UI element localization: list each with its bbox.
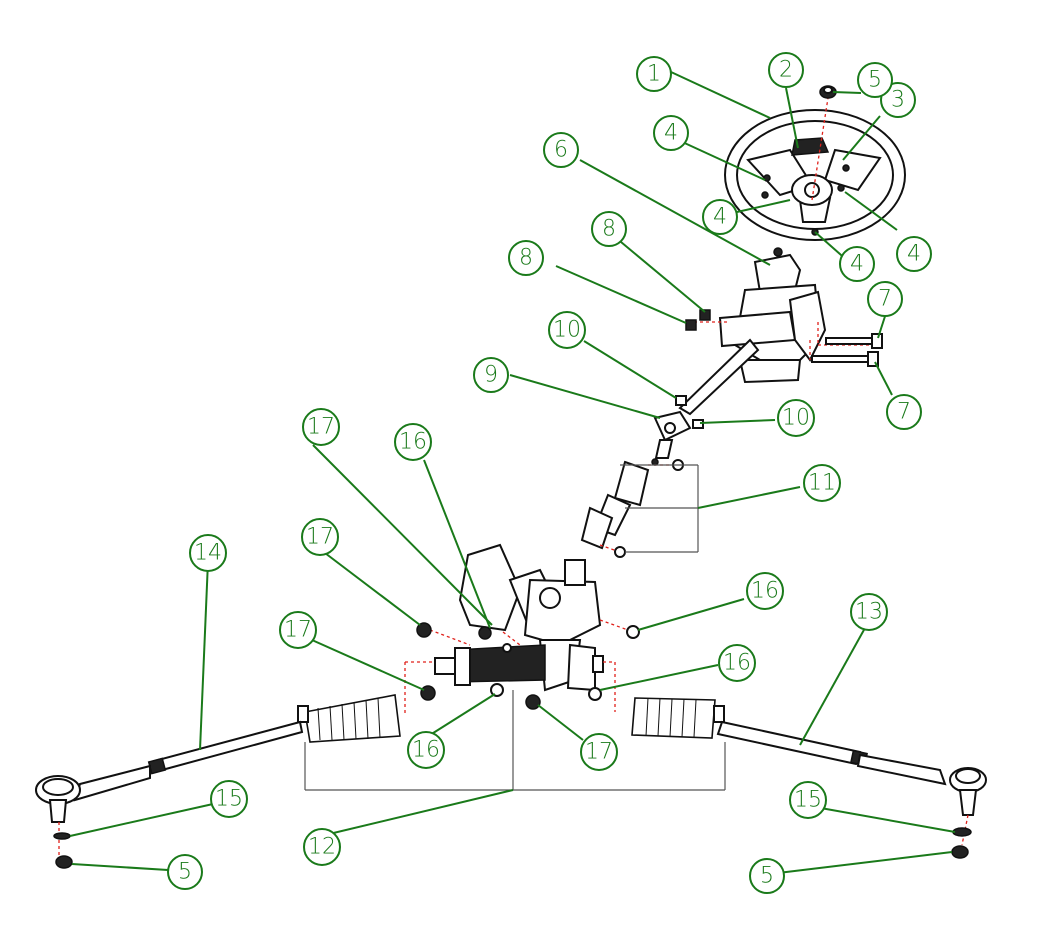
svg-text:17: 17 [307,415,335,440]
steering-gear [429,543,629,692]
svg-text:8: 8 [602,217,616,242]
steering-wheel [724,97,906,241]
svg-text:12: 12 [308,835,336,860]
callout-4: 4 [896,236,932,272]
callout-1: 1 [636,56,672,92]
svg-text:17: 17 [306,525,334,550]
svg-text:16: 16 [399,430,427,455]
svg-text:5: 5 [760,864,774,889]
right-tie-rod [716,720,987,859]
svg-text:5: 5 [178,860,192,885]
steering-column [678,247,880,416]
svg-text:15: 15 [215,787,243,812]
svg-text:7: 7 [897,400,911,425]
callout-9: 9 [473,357,509,393]
callout-8: 8 [591,211,627,247]
svg-text:16: 16 [412,738,440,763]
callout-12: 12 [303,828,341,866]
svg-text:16: 16 [723,651,751,676]
leader-lines [69,71,956,874]
column-bolts [811,333,883,367]
callout-15: 15 [789,781,827,819]
callout-17: 17 [279,611,317,649]
svg-text:10: 10 [782,406,810,431]
svg-text:4: 4 [907,242,921,267]
callout-5: 5 [749,858,785,894]
svg-text:7: 7 [878,287,892,312]
callout-16: 16 [407,731,445,769]
svg-text:17: 17 [585,740,613,765]
callout-17: 17 [301,518,339,556]
callout-3: 3 [880,82,916,118]
callout-5: 5 [167,854,203,890]
svg-text:4: 4 [664,121,678,146]
callout-10: 10 [777,399,815,437]
svg-text:2: 2 [779,58,793,83]
svg-text:9: 9 [484,363,498,388]
svg-text:5: 5 [868,68,882,93]
svg-text:13: 13 [855,600,883,625]
svg-text:4: 4 [850,252,864,277]
callout-6: 6 [543,132,579,168]
gear-fasteners [404,622,640,715]
callout-14: 14 [189,534,227,572]
svg-text:14: 14 [194,541,222,566]
callout-7: 7 [886,394,922,430]
left-tie-rod [35,720,304,869]
column-seal-plate [653,395,704,459]
intermediate-shaft [580,458,699,558]
svg-text:16: 16 [751,579,779,604]
right-boot [631,697,725,739]
callout-8: 8 [508,240,544,276]
callout-13: 13 [850,593,888,631]
svg-text:10: 10 [553,318,581,343]
callout-17: 17 [580,733,618,771]
callout-15: 15 [210,780,248,818]
svg-text:3: 3 [891,88,905,113]
svg-text:6: 6 [554,138,568,163]
svg-text:15: 15 [794,788,822,813]
callout-16: 16 [746,572,784,610]
left-boot [297,694,401,743]
callout-10: 10 [548,311,586,349]
svg-text:4: 4 [713,205,727,230]
boot-bracket [304,690,726,791]
svg-text:17: 17 [284,618,312,643]
svg-text:11: 11 [808,471,836,496]
callout-7: 7 [867,281,903,317]
callout-16: 16 [718,644,756,682]
svg-text:1: 1 [647,62,661,87]
callout-2: 2 [768,52,804,88]
callout-5: 5 [857,62,893,98]
callout-4: 4 [653,115,689,151]
callout-4: 4 [839,246,875,282]
callout-11: 11 [803,464,841,502]
callout-4: 4 [702,199,738,235]
callout-16: 16 [394,423,432,461]
column-nuts [685,309,711,331]
svg-text:8: 8 [519,246,533,271]
callout-17: 17 [302,408,340,446]
